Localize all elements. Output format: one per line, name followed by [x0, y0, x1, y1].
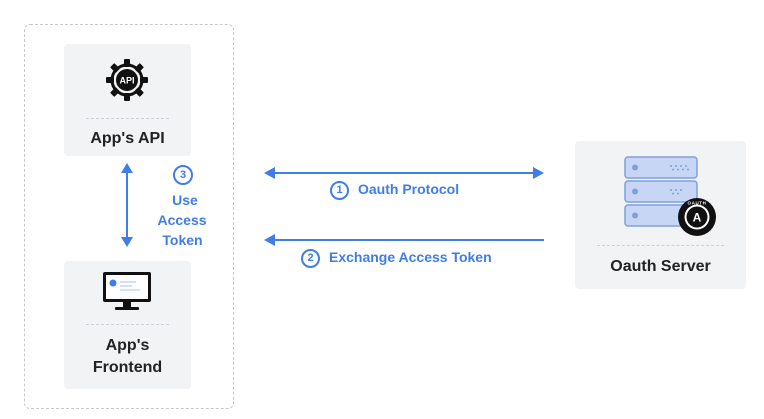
- oauth-server-card: A OAUTH Oauth Server: [575, 141, 746, 289]
- step1-label: 1 Oauth Protocol: [330, 181, 459, 200]
- step1-arrow: [264, 167, 544, 179]
- app-group-container: [24, 24, 234, 409]
- step3-label-line2: Access: [157, 212, 207, 228]
- server-card-divider: [597, 245, 724, 246]
- api-icon-text: API: [119, 76, 134, 86]
- frontend-card-title-line2: Frontend: [92, 359, 163, 376]
- oauth-badge-ring-text: OAUTH: [688, 201, 707, 206]
- app-api-card: API App's API: [64, 44, 191, 156]
- frontend-card-title-line1: App's: [105, 337, 150, 354]
- step3-arrow: [121, 163, 133, 247]
- api-card-divider: [86, 118, 169, 119]
- server-card-title: Oauth Server: [610, 258, 711, 275]
- app-frontend-card: App's Frontend: [64, 261, 191, 389]
- step1-number: 1: [330, 181, 349, 200]
- frontend-card-divider: [86, 324, 169, 325]
- oauth-badge-icon: A OAUTH: [678, 198, 716, 236]
- step2-arrow: [264, 234, 544, 246]
- step2-label: 2 Exchange Access Token: [301, 249, 492, 268]
- step1-text: Oauth Protocol: [358, 181, 460, 197]
- step3-number: 3: [173, 165, 193, 185]
- step2-text: Exchange Access Token: [329, 249, 492, 265]
- monitor-icon: [103, 272, 151, 310]
- step3-label-line1: Use: [172, 192, 198, 208]
- api-card-title: App's API: [90, 130, 165, 147]
- step3-label-line3: Token: [162, 232, 203, 248]
- api-gear-icon: API: [106, 59, 148, 101]
- step2-number: 2: [301, 249, 320, 268]
- oauth-badge-letter: A: [693, 211, 702, 225]
